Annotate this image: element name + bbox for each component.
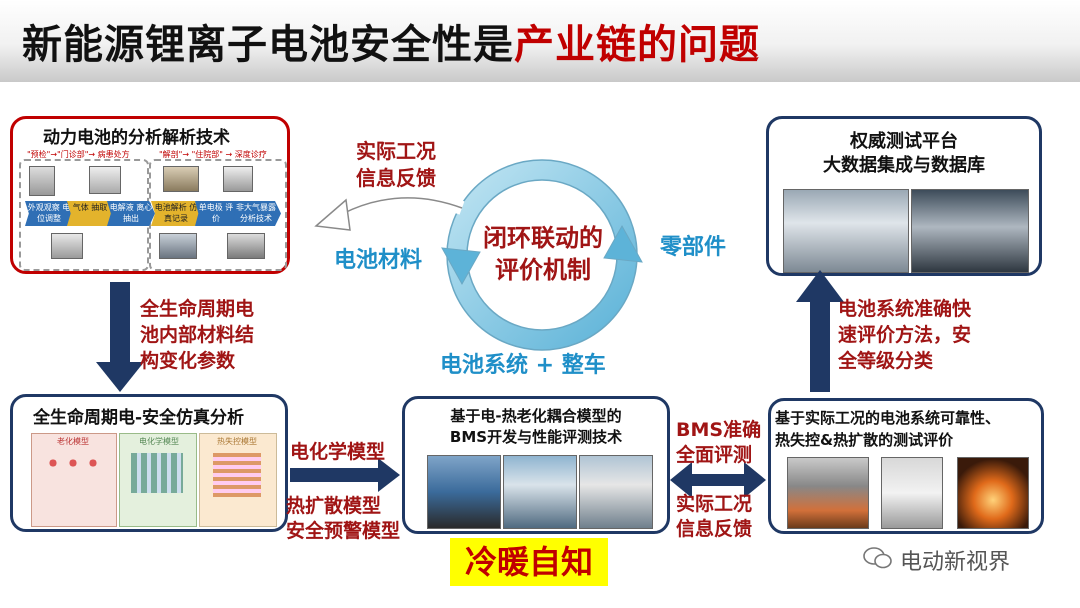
chevron-6: 非大气暴露 分析技术 xyxy=(231,201,281,226)
fire-test-photo-3 xyxy=(957,457,1029,529)
badge-box xyxy=(450,538,608,586)
watermark-text: 电动新视界 xyxy=(900,550,1011,575)
test-platform-title-2: 大数据集成与数据库 xyxy=(823,155,985,176)
cycle-text: 闭环联动的 评价机制 xyxy=(483,224,603,284)
fire-test-photo-1 xyxy=(787,457,869,529)
chevron-2: 气体 抽取 xyxy=(67,201,113,226)
analysis-tech-title: 动力电池的分析解析技术 xyxy=(43,128,230,148)
feedback-label: 实际工况 信息反馈 xyxy=(356,139,436,190)
system-test-box: 基于实际工况的电池系统可靠性、 热失控&热扩散的测试评价 xyxy=(768,398,1044,534)
cell-photo-3 xyxy=(163,166,199,192)
test-platform-title-1: 权威测试平台 xyxy=(850,131,958,152)
bms-photo-2 xyxy=(503,455,577,529)
thermal-model-graphic xyxy=(213,453,261,497)
double-arrow-bms-system xyxy=(670,462,766,498)
echem-model-graphic xyxy=(131,453,183,493)
bms-photo-1 xyxy=(427,455,501,529)
right-arrow-label: 电池系统准确快 速评价方法，安 全等级分类 xyxy=(838,298,972,372)
chevron-3: 电解液 离心抽出 xyxy=(107,201,155,226)
aging-model-graphic xyxy=(43,453,103,473)
bms-box: 基于电-热老化耦合模型的 BMS开发与性能评测技术 xyxy=(402,396,670,534)
cell-photo-7 xyxy=(227,233,265,259)
lab-photo-2 xyxy=(911,189,1029,273)
cycle-ring xyxy=(441,159,643,351)
chevron-1: 外观观察 电位调整 xyxy=(25,201,73,226)
badge-text: 冷暖自知 xyxy=(464,543,593,581)
down-arrow-left xyxy=(96,282,144,392)
cell-photo-5 xyxy=(51,233,83,259)
echem-model-label: 电化学模型 xyxy=(139,437,179,446)
page-title: 新能源锂离子电池安全性是产业链的问题 xyxy=(22,12,760,70)
wechat-icon xyxy=(862,546,894,570)
title-bar xyxy=(0,0,1080,82)
simulation-title: 全生命周期电-安全仿真分析 xyxy=(33,408,245,428)
bms-title-1: 基于电-热老化耦合模型的 xyxy=(450,407,622,425)
bms-title-2: BMS开发与性能评测技术 xyxy=(449,428,623,446)
aging-model-panel xyxy=(31,433,117,527)
flow-caption-left: "预检"→"门诊部"→ 病患处方 xyxy=(27,150,130,159)
chevron-4: 电池解析 仿真记录 xyxy=(151,201,201,226)
lab-photo-1 xyxy=(783,189,909,273)
mid-left-top-label: 电化学模型 xyxy=(290,441,386,463)
title-highlight: 产业链的问题 xyxy=(514,22,760,68)
system-test-title-1: 基于实际工况的电池系统可靠性、 xyxy=(775,409,1001,427)
system-test-title-2: 热失控&热扩散的测试评价 xyxy=(775,431,954,449)
up-arrow-right xyxy=(796,270,844,392)
cell-photo-1 xyxy=(29,166,55,196)
test-platform-box: 权威测试平台 大数据集成与数据库 xyxy=(766,116,1042,276)
mid-left-bottom-label: 热扩散模型 安全预警模型 xyxy=(286,495,401,542)
fire-test-photo-2 xyxy=(881,457,943,529)
mid-right-top-label: BMS准确 全面评测 xyxy=(676,419,762,466)
left-arrow-label: 全生命周期电 池内部材料结 构变化参数 xyxy=(140,298,255,372)
left-node-label: 电池材料 xyxy=(334,248,423,273)
right-node-label: 零部件 xyxy=(660,235,727,260)
thermal-model-label: 热失控模型 xyxy=(217,437,257,446)
chevron-5: 单电极 评价 xyxy=(195,201,237,226)
aging-model-label: 老化模型 xyxy=(57,437,89,446)
cell-photo-4 xyxy=(223,166,253,192)
arrow-to-bms xyxy=(290,458,400,492)
cell-photo-2 xyxy=(89,166,121,194)
feedback-arrowhead xyxy=(314,198,351,231)
flow-caption-right: "解剖"→ "住院部" → 深度诊疗 xyxy=(159,150,267,159)
bms-photo-3 xyxy=(579,455,653,529)
analysis-tech-box: 动力电池的分析解析技术 "预检"→"门诊部"→ 病患处方 "解剖"→ "住院部"… xyxy=(10,116,290,274)
title-prefix: 新能源锂离子电池安全性是 xyxy=(22,22,514,68)
simulation-box: 全生命周期电-安全仿真分析 老化模型 电化学模型 热失控模型 xyxy=(10,394,288,532)
bottom-node-label: 电池系统 + 整车 xyxy=(440,353,606,378)
mid-right-bottom-label: 实际工况 信息反馈 xyxy=(676,493,753,540)
cell-photo-6 xyxy=(159,233,197,259)
